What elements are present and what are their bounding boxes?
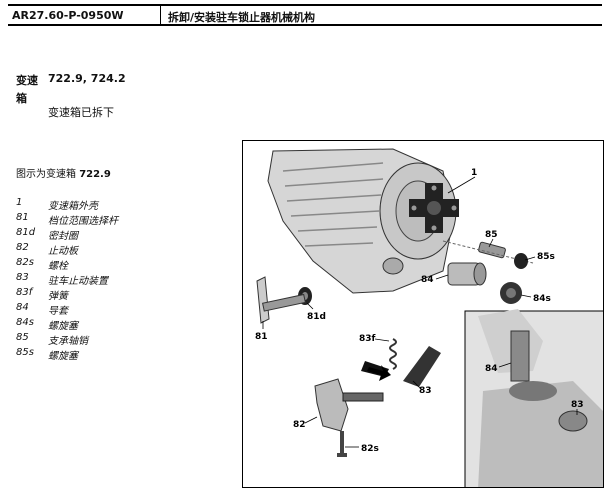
document-header: AR27.60-P-0950W 拆卸/安装驻车锁止器机械机构: [8, 4, 602, 26]
figure-label: 82: [293, 420, 306, 430]
figure-caption-model: 722.9: [79, 169, 111, 180]
figure-label: 83: [419, 386, 432, 396]
legend-code: 81: [16, 212, 29, 223]
figure-label: 81d: [307, 312, 326, 322]
legend-desc: 螺旋塞: [48, 351, 78, 362]
figure-caption-prefix: 图示为变速箱: [16, 169, 76, 180]
figure-label: 82s: [361, 444, 379, 454]
legend-code: 83: [16, 272, 29, 283]
figure-label: 84: [421, 275, 434, 285]
header-divider: [160, 6, 161, 24]
legend-desc: 螺栓: [48, 261, 68, 272]
inset-photo: [464, 309, 603, 487]
applicability-models: 722.9, 724.2: [48, 72, 126, 85]
legend-code: 1: [16, 197, 23, 208]
plug-85s: [514, 253, 528, 269]
legend-code: 84s: [16, 317, 34, 328]
parking-pawl: [361, 346, 441, 387]
legend-desc: 档位范围选择杆: [48, 216, 118, 227]
spring: [389, 338, 397, 370]
leader-lines: [262, 176, 578, 448]
legend-code: 82s: [16, 257, 34, 268]
figure-label: 83: [571, 400, 584, 410]
output-flange: [409, 183, 459, 233]
guide-sleeve: [447, 262, 487, 286]
applicability-note: 变速箱已拆下: [48, 106, 114, 119]
document-code: AR27.60-P-0950W: [12, 9, 124, 22]
detent-plate: [314, 378, 384, 432]
figure-drawing: 1 85 85s 84 84s 81d 81 83f 83 82 82s 84 …: [255, 148, 603, 487]
figure-label: 83f: [359, 334, 376, 344]
figure-label: 1: [471, 168, 477, 178]
plug-84s: [500, 282, 522, 304]
figure-label: 85: [485, 230, 498, 240]
figure-label: 81: [255, 332, 268, 342]
legend-desc: 支承轴销: [48, 336, 88, 347]
legend-code: 81d: [16, 227, 36, 238]
legend-desc: 弹簧: [48, 291, 68, 302]
legend-code: 83f: [16, 287, 33, 298]
legend-desc: 变速箱外壳: [48, 201, 98, 212]
legend-desc: 螺旋塞: [48, 321, 78, 332]
figure-label: 84: [485, 364, 498, 374]
legend-code: 82: [16, 242, 29, 253]
direction-arrow: [367, 365, 391, 381]
legend-desc: 密封圈: [48, 231, 78, 242]
bolt: [337, 431, 347, 457]
applicability-label: 变速: [16, 74, 38, 87]
legend-code: 85: [16, 332, 29, 343]
legend-desc: 导套: [48, 306, 68, 317]
range-selector-lever: [256, 276, 306, 324]
document-title: 拆卸/安装驻车锁止器机械机构: [168, 11, 316, 24]
applicability-label-cont: 箱: [16, 92, 27, 105]
legend-code: 85s: [16, 347, 34, 358]
legend-code: 84: [16, 302, 29, 313]
figure-caption: 图示为变速箱 722.9: [16, 165, 111, 180]
legend-desc: 驻车止动装置: [48, 276, 108, 287]
exploded-view-figure: 1 85 85s 84 84s 81d 81 83f 83 82 82s 84 …: [242, 140, 604, 488]
figure-label: 85s: [537, 252, 555, 262]
figure-label: 84s: [533, 294, 551, 304]
legend-desc: 止动板: [48, 246, 78, 257]
